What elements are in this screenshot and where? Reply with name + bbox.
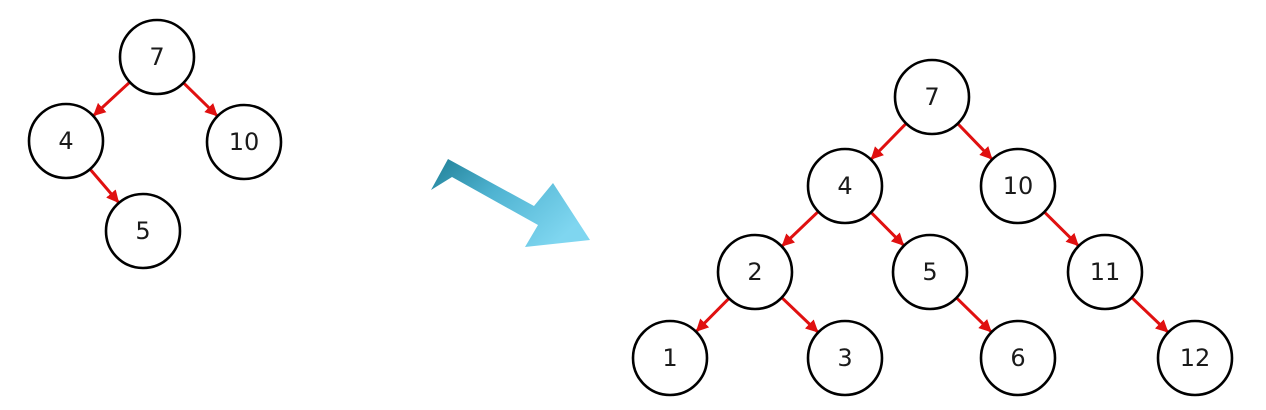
tree-node-2: 2 (716, 233, 794, 311)
node-circle (716, 233, 794, 311)
edge-2-to-1 (695, 295, 732, 333)
tree-node-11: 11 (1066, 233, 1144, 311)
edge-7-to-10 (955, 121, 993, 160)
tree-node-4: 4 (806, 147, 884, 225)
node-circle (1156, 319, 1234, 397)
tree-before: 7 4 10 5 (27, 18, 283, 270)
edge-7-to-4 (870, 120, 909, 160)
tree-node-3: 3 (806, 319, 884, 397)
tree-node-12: 12 (1156, 319, 1234, 397)
node-label: 5 (135, 217, 150, 245)
tree-node-4: 4 (27, 102, 105, 180)
node-circle (118, 18, 196, 96)
edge-4-to-5 (87, 166, 120, 204)
tree-node-5: 5 (104, 192, 182, 270)
node-label: 7 (924, 83, 939, 111)
edge-7-to-4 (92, 79, 133, 117)
node-label: 5 (922, 258, 937, 286)
tree-node-6: 6 (979, 319, 1057, 397)
node-circle (979, 147, 1057, 225)
edge-5-to-6 (953, 295, 992, 333)
tree-node-10: 10 (979, 147, 1057, 225)
node-circle (893, 58, 971, 136)
edge-11-to-12 (1129, 295, 1169, 333)
edge-2-to-3 (779, 295, 819, 333)
node-label: 12 (1180, 344, 1211, 372)
node-circle (1066, 233, 1144, 311)
node-circle (806, 319, 884, 397)
node-circle (104, 192, 182, 270)
tree-node-1: 1 (631, 319, 709, 397)
node-label: 7 (149, 43, 164, 71)
edge-7-to-10 (180, 80, 218, 117)
right-down-arrow-icon (431, 159, 590, 247)
node-circle (205, 103, 283, 181)
edge-4-to-5 (868, 209, 905, 247)
node-label: 2 (747, 258, 762, 286)
node-label: 10 (229, 128, 260, 156)
node-label: 4 (58, 127, 73, 155)
node-label: 1 (662, 344, 677, 372)
node-circle (806, 147, 884, 225)
node-label: 11 (1090, 258, 1121, 286)
node-label: 10 (1003, 172, 1034, 200)
node-label: 3 (837, 344, 852, 372)
node-circle (891, 233, 969, 311)
tree-node-7: 7 (118, 18, 196, 96)
tree-node-10: 10 (205, 103, 283, 181)
node-circle (631, 319, 709, 397)
node-circle (27, 102, 105, 180)
tree-node-7: 7 (893, 58, 971, 136)
tree-node-5: 5 (891, 233, 969, 311)
node-label: 6 (1010, 344, 1025, 372)
node-label: 4 (837, 172, 852, 200)
node-circle (979, 319, 1057, 397)
edge-4-to-2 (781, 209, 821, 247)
edge-10-to-11 (1041, 209, 1080, 247)
